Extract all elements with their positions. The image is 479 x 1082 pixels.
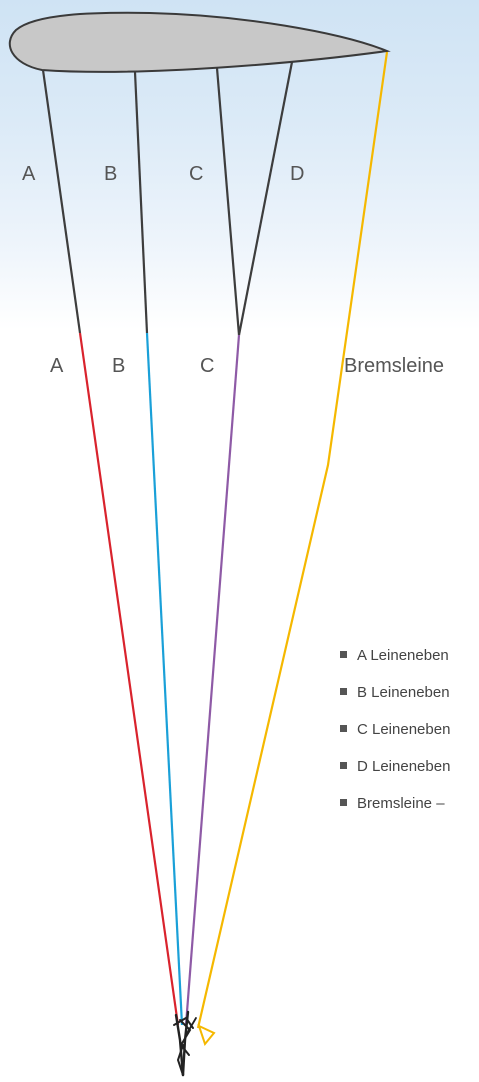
legend-item-text: Bremsleine –	[357, 795, 445, 812]
upper-line-d	[237, 61, 294, 336]
lower-line-c	[184, 334, 241, 1026]
brake-line	[196, 51, 389, 1047]
legend-bullet-icon	[340, 762, 347, 769]
upper-label-b: B	[104, 163, 117, 185]
legend-item-text: C Leineneben	[357, 721, 450, 738]
upper-label-c: C	[189, 163, 203, 185]
line-group-b	[133, 71, 184, 1026]
riser-knot-icon	[173, 1010, 197, 1077]
legend-item: Bremsleine –	[340, 795, 445, 812]
line-group-c-d	[184, 61, 294, 1026]
upper-line-a	[41, 69, 82, 334]
upper-label-d: D	[290, 163, 304, 185]
legend-bullet-icon	[340, 799, 347, 806]
upper-line-c	[215, 67, 241, 336]
wing-profile	[8, 11, 391, 73]
legend-item: B Leineneben	[340, 684, 450, 701]
lower-label-brake: Bremsleine	[344, 355, 444, 377]
legend-item: C Leineneben	[340, 721, 450, 738]
brake-handle-icon	[197, 1024, 216, 1047]
upper-line-b	[133, 71, 149, 334]
brake-line-path	[196, 51, 389, 1029]
lower-label-c: C	[200, 355, 214, 377]
legend-item: D Leineneben	[340, 758, 450, 775]
legend-item: A Leineneben	[340, 647, 449, 664]
legend-bullet-icon	[340, 688, 347, 695]
legend-bullet-icon	[340, 725, 347, 732]
lower-line-a	[78, 332, 180, 1026]
legend-item-text: B Leineneben	[357, 684, 450, 701]
legend: A Leineneben B Leineneben C Leineneben D…	[340, 647, 450, 812]
legend-item-text: D Leineneben	[357, 758, 450, 775]
upper-label-a: A	[22, 163, 36, 185]
lower-line-b	[145, 332, 184, 1026]
legend-item-text: A Leineneben	[357, 647, 449, 664]
lower-label-b: B	[112, 355, 125, 377]
lower-label-a: A	[50, 355, 64, 377]
line-group-a	[41, 69, 180, 1026]
legend-bullet-icon	[340, 651, 347, 658]
